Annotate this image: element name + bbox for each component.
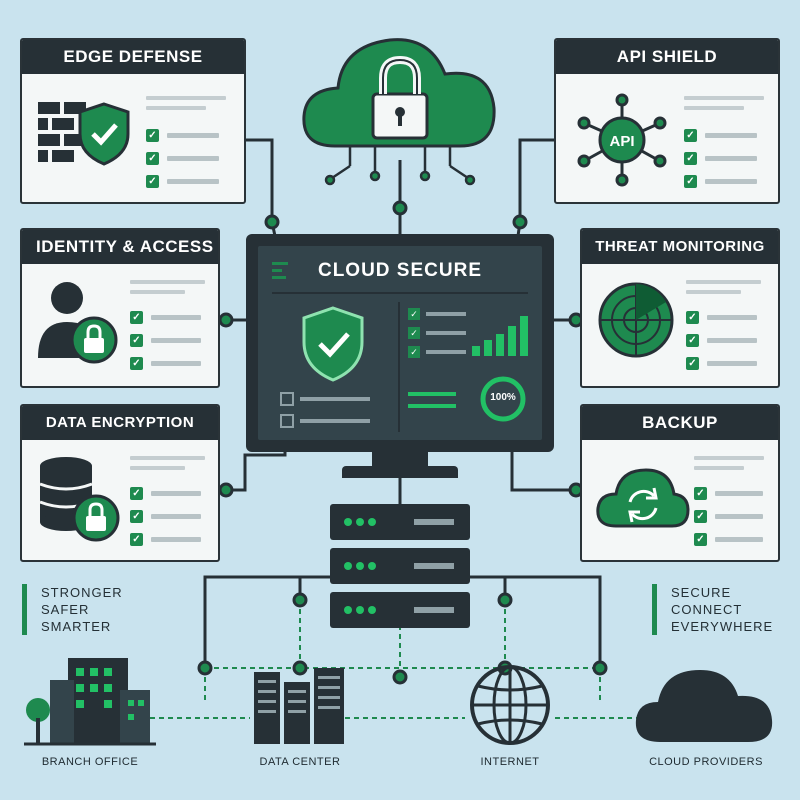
checklist: ✓ ✓ ✓ <box>130 482 201 551</box>
check-icon: ✓ <box>686 311 699 324</box>
user-lock-icon <box>38 282 118 364</box>
cloud-icon <box>635 670 773 742</box>
bar-graph-icon <box>472 316 528 356</box>
database-lock-icon <box>39 457 120 542</box>
card-title: API SHIELD <box>556 40 778 74</box>
monitor-stand <box>372 452 428 468</box>
office-building-icon <box>24 658 156 746</box>
check-icon: ✓ <box>686 357 699 370</box>
destination-label: DATA CENTER <box>259 756 341 768</box>
card-title: IDENTITY & ACCESS <box>22 230 218 264</box>
title-divider <box>272 292 528 294</box>
api-label: API <box>609 133 634 150</box>
tagline-right: SECURE CONNECT EVERYWHERE <box>652 584 773 635</box>
checklist: ✓ ✓ ✓ <box>130 306 201 375</box>
server-rack-icon <box>330 504 470 628</box>
check-icon: ✓ <box>684 175 697 188</box>
destination-label: INTERNET <box>480 756 540 768</box>
progress-gauge <box>480 376 526 422</box>
checklist: ✓ ✓ ✓ <box>146 124 219 193</box>
check-icon: ✓ <box>146 152 159 165</box>
tagline-left: STRONGER SAFER SMARTER <box>22 584 123 635</box>
data-center-icon <box>254 668 344 744</box>
central-monitor: CLOUD SECURE ✓ ✓ ✓ <box>246 234 554 452</box>
card-data-encryption: DATA ENCRYPTION ✓ ✓ ✓ <box>20 404 220 562</box>
monitor-base <box>342 466 458 478</box>
radar-icon <box>598 282 674 358</box>
checklist: ✓ ✓ ✓ <box>694 482 763 551</box>
cloud-lock-icon <box>302 38 496 186</box>
card-title: BACKUP <box>582 406 778 440</box>
card-identity-access: IDENTITY & ACCESS ✓ ✓ ✓ <box>20 228 220 388</box>
screen-list <box>280 392 370 428</box>
card-threat-monitoring: THREAT MONITORING ✓ ✓ ✓ <box>580 228 780 388</box>
card-api-shield: API SHIELD API ✓ ✓ ✓ <box>554 38 780 204</box>
check-icon: ✓ <box>146 175 159 188</box>
card-title: THREAT MONITORING <box>582 230 778 264</box>
card-backup: BACKUP ✓ ✓ ✓ <box>580 404 780 562</box>
tagline-line: SAFER <box>41 602 90 617</box>
screen-green-lines <box>408 392 456 408</box>
gauge-label: 100% <box>490 392 516 403</box>
check-icon: ✓ <box>694 487 707 500</box>
check-icon: ✓ <box>130 487 143 500</box>
card-edge-defense: EDGE DEFENSE ✓ ✓ ✓ <box>20 38 246 204</box>
checklist: ✓ ✓ ✓ <box>686 306 757 375</box>
check-icon: ✓ <box>686 334 699 347</box>
check-icon: ✓ <box>130 311 143 324</box>
tagline-line: SMARTER <box>41 619 112 634</box>
check-icon: ✓ <box>146 129 159 142</box>
monitor-title: CLOUD SECURE <box>317 260 482 281</box>
tagline-line: STRONGER <box>41 585 123 600</box>
check-icon: ✓ <box>130 533 143 546</box>
tagline-line: SECURE <box>671 585 732 600</box>
destination-label: BRANCH OFFICE <box>41 756 139 768</box>
card-title: EDGE DEFENSE <box>22 40 244 74</box>
tagline-line: CONNECT <box>671 602 743 617</box>
cloud-sync-icon <box>596 468 690 528</box>
check-icon: ✓ <box>694 533 707 546</box>
checklist: ✓ ✓ ✓ <box>684 124 757 193</box>
screen-checklist: ✓ ✓ ✓ <box>408 308 466 358</box>
check-icon: ✓ <box>684 129 697 142</box>
monitor-screen: CLOUD SECURE ✓ ✓ ✓ <box>258 246 542 440</box>
shield-check-icon <box>302 306 364 382</box>
screen-vertical-divider <box>398 302 400 432</box>
check-icon: ✓ <box>130 510 143 523</box>
check-icon: ✓ <box>130 357 143 370</box>
firewall-shield-icon <box>38 102 130 166</box>
check-icon: ✓ <box>684 152 697 165</box>
check-icon: ✓ <box>130 334 143 347</box>
destination-label: CLOUD PROVIDERS <box>649 756 763 768</box>
card-title: DATA ENCRYPTION <box>22 406 218 440</box>
check-icon: ✓ <box>694 510 707 523</box>
tagline-line: EVERYWHERE <box>671 619 774 634</box>
api-hub-icon: API <box>577 93 667 187</box>
globe-icon <box>470 665 550 745</box>
screen-menu-icon <box>272 262 288 279</box>
